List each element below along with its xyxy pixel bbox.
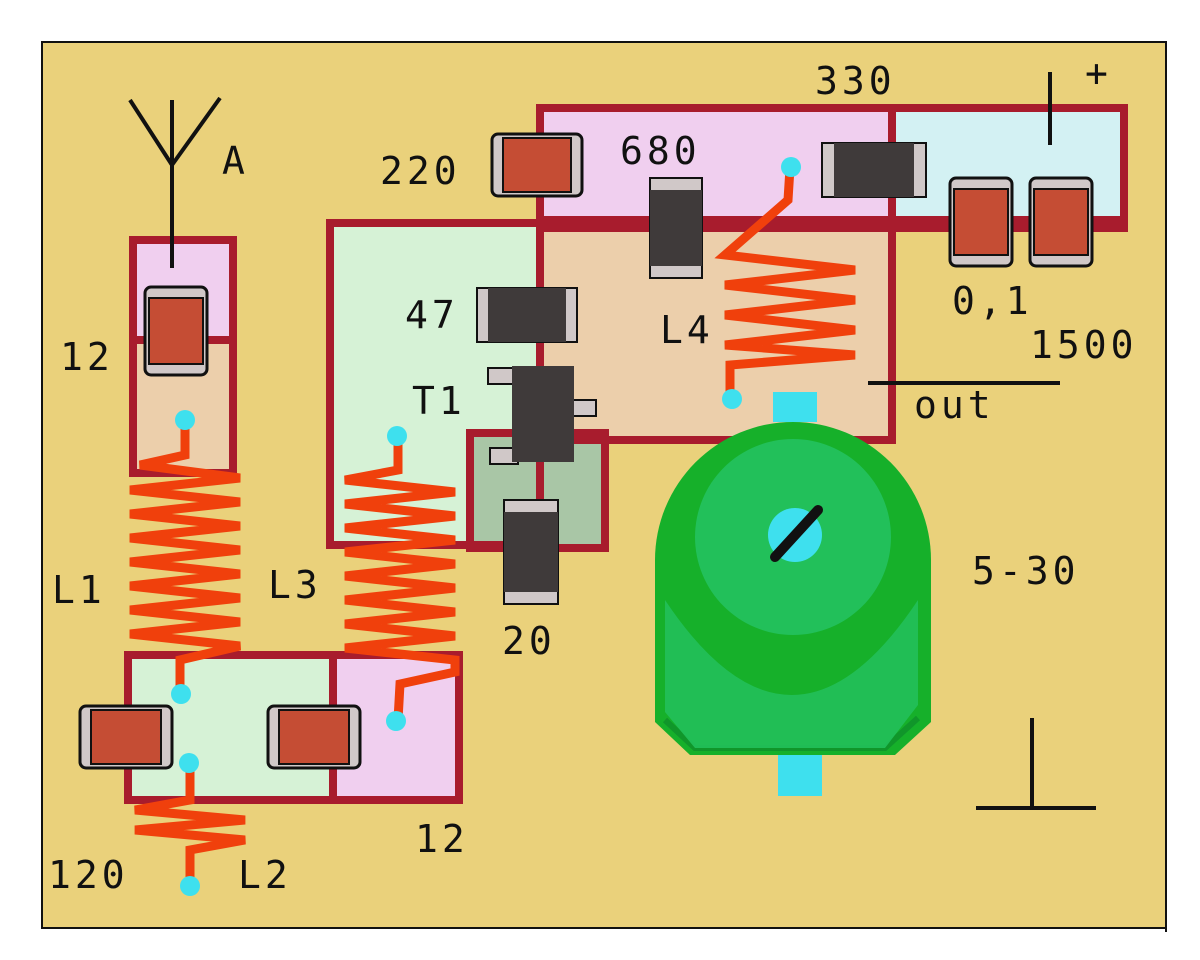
- cap-12-bottom: [266, 704, 362, 770]
- label-l2: L2: [238, 853, 292, 897]
- label-c12-bottom: 12: [415, 817, 469, 861]
- via-l4-top: [781, 157, 801, 177]
- coil-l4: [714, 167, 856, 398]
- component-labels: A 12 L1 L3 120 L2 12 220 47 T1 20 680 33…: [48, 51, 1138, 897]
- coil-l2: [134, 762, 246, 885]
- via-l2-top: [179, 753, 199, 773]
- via-l1-top: [175, 410, 195, 430]
- label-l4: L4: [660, 308, 714, 352]
- label-c220: 220: [380, 149, 461, 193]
- label-r680: 680: [620, 129, 701, 173]
- trimmer-slot: [770, 505, 823, 562]
- trimmer-capacitor: [655, 392, 931, 796]
- label-t1: T1: [412, 379, 466, 423]
- coils: [129, 167, 856, 885]
- dark-components: [476, 142, 927, 605]
- coil-l3: [344, 438, 460, 721]
- via-l2-bottom: [180, 876, 200, 896]
- label-l1: L1: [52, 568, 106, 612]
- coil-l1: [129, 420, 242, 695]
- smd-20: [503, 499, 559, 605]
- ground-icon: [976, 718, 1096, 810]
- label-r330: 330: [815, 59, 896, 103]
- via-l1-bottom: [171, 684, 191, 704]
- trimmer-top-tab: [773, 392, 817, 422]
- cap-01-right: [1028, 176, 1094, 268]
- transistor-t1: [487, 366, 597, 465]
- trimmer-bottom-tab: [778, 752, 822, 796]
- label-out: out: [914, 383, 995, 427]
- label-c120: 120: [48, 853, 129, 897]
- cap-12-top: [143, 285, 209, 377]
- via-l3-top: [387, 426, 407, 446]
- capacitors: [78, 132, 1094, 770]
- label-trimmer: 5-30: [972, 549, 1080, 593]
- cap-01-left: [948, 176, 1014, 268]
- trimmer-skirt: [665, 600, 918, 748]
- label-antenna: A: [222, 139, 249, 183]
- smd-680: [649, 177, 703, 279]
- smd-47: [476, 287, 578, 343]
- via-l3-bottom: [386, 711, 406, 731]
- label-l3: L3: [268, 563, 322, 607]
- via-l4-bottom: [722, 389, 742, 409]
- label-c1500: 1500: [1030, 323, 1138, 367]
- label-plus: +: [1085, 51, 1112, 95]
- label-c47: 47: [405, 293, 459, 337]
- antenna-icon: [128, 96, 222, 268]
- vias: [171, 157, 801, 896]
- label-c01: 0,1: [952, 279, 1033, 323]
- cap-120: [78, 704, 174, 770]
- cap-220: [490, 132, 584, 198]
- label-c20: 20: [502, 619, 556, 663]
- label-c12-top: 12: [60, 335, 114, 379]
- smd-330: [821, 142, 927, 198]
